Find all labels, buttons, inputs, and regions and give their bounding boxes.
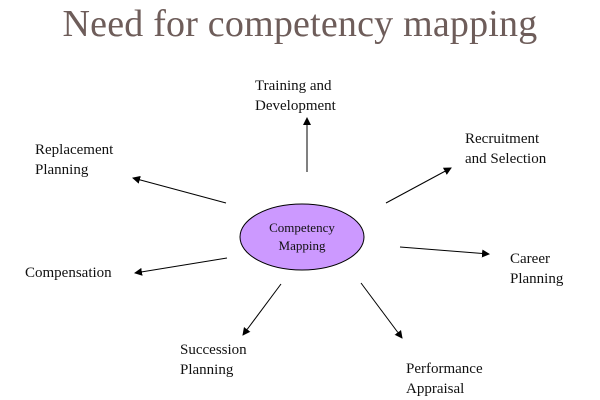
node-recruitment-line1: Recruitment — [465, 131, 540, 147]
page-title: Need for competency mapping — [62, 3, 538, 45]
node-career-line2: Planning — [510, 271, 564, 287]
node-replacement-line2: Planning — [35, 162, 89, 178]
arrow-recruitment — [385, 167, 452, 204]
arrow-replacement — [132, 175, 227, 204]
arrow-compensation — [134, 257, 228, 276]
center-ellipse — [239, 203, 365, 271]
arrow-performance — [360, 282, 403, 339]
center-node-label: Competency Mapping — [240, 219, 364, 255]
node-compensation: Compensation — [25, 263, 112, 283]
node-training-line2: Development — [255, 98, 336, 114]
node-recruitment-line2: and Selection — [465, 151, 547, 167]
node-performance: Performance Appraisal — [406, 359, 483, 399]
center-label-line2: Mapping — [278, 238, 326, 253]
node-performance-line1: Performance — [406, 361, 483, 377]
center-label-line1: Competency — [269, 220, 335, 235]
node-performance-line2: Appraisal — [406, 381, 465, 397]
node-recruitment: Recruitment and Selection — [465, 129, 546, 169]
node-succession: Succession Planning — [180, 340, 247, 380]
arrow-succession — [242, 283, 282, 336]
node-training-line1: Training and — [255, 78, 332, 94]
node-succession-line1: Succession — [180, 342, 247, 358]
node-succession-line2: Planning — [180, 362, 234, 378]
node-career: Career Planning — [510, 249, 563, 289]
node-compensation-line1: Compensation — [25, 265, 112, 281]
node-career-line1: Career — [510, 251, 550, 267]
arrow-career — [399, 246, 490, 258]
node-replacement-line1: Replacement — [35, 142, 114, 158]
node-training: Training and Development — [255, 76, 336, 116]
node-replacement: Replacement Planning — [35, 140, 113, 180]
